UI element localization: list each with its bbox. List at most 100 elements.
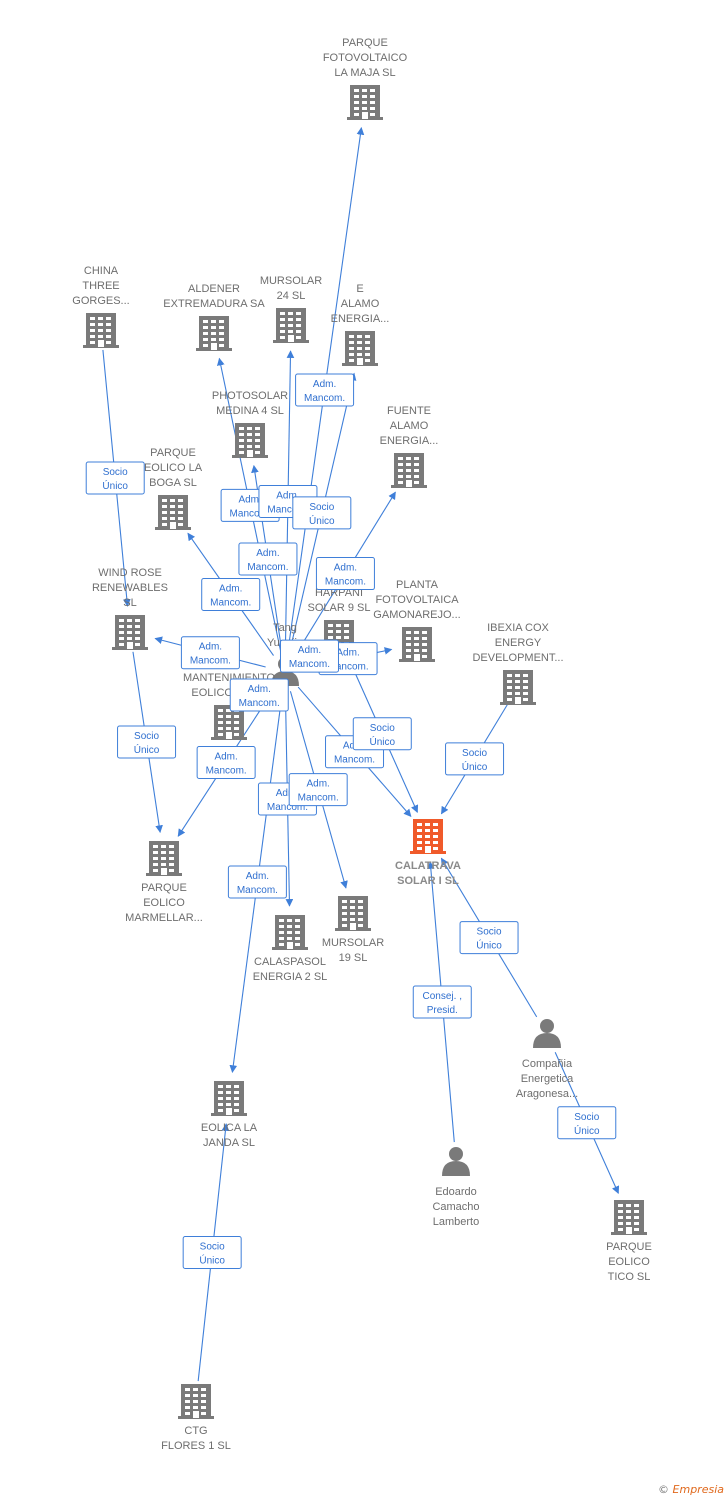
edge-role-tag[interactable]: Adm.Mancom. <box>196 745 256 779</box>
edge-role-tag[interactable]: Adm.Mancom. <box>295 373 355 407</box>
node-label-line: CHINA <box>84 265 119 277</box>
edge-role-text: Adm. <box>256 548 279 559</box>
node-label-line: ENERGIA... <box>331 313 390 325</box>
edge-role-text: Mancom. <box>230 508 271 519</box>
edge-role-text: Único <box>309 514 335 527</box>
node-label-line: EOLICA LA <box>201 1122 258 1134</box>
building-icon <box>399 627 435 662</box>
edge-role-text: Adm. <box>199 642 222 653</box>
node-label-line: TICO SL <box>608 1271 651 1283</box>
edge-role-tag[interactable]: Adm.Mancom. <box>201 577 261 611</box>
node-label-line: PARQUE <box>150 447 196 459</box>
edge-role-text: Único <box>102 479 128 492</box>
edge-role-text: Presid. <box>427 1005 458 1016</box>
node-label-line: CALATRAVA <box>395 860 461 872</box>
node-label-line: MARMELLAR... <box>125 912 203 924</box>
edge-role-tag[interactable]: Adm.Mancom. <box>227 865 287 899</box>
node-label-line: ALAMO <box>390 420 429 432</box>
node-marmellar[interactable]: PARQUE EOLICO MARMELLAR... <box>125 841 203 924</box>
building-icon <box>347 85 383 120</box>
edge-role-text: Único <box>574 1124 600 1137</box>
node-label-line: BOGA SL <box>149 477 197 489</box>
edge-role-tag[interactable]: Adm.Mancom. <box>279 639 339 673</box>
node-label-line: SOLAR 9 SL <box>308 602 371 614</box>
edge-role-text: Único <box>462 760 488 773</box>
node-label-line: ENERGIA... <box>380 435 439 447</box>
node-planta[interactable]: PLANTAFOTOVOLTAICAGAMONAREJO... <box>373 579 461 662</box>
edge-role-tag[interactable]: Adm. Mancom. <box>229 678 289 712</box>
edge-role-text: Adm. <box>246 871 269 882</box>
edge-role-tag[interactable]: Adm.Mancom. <box>315 557 375 591</box>
edge-role-text: Mancom. <box>190 656 231 667</box>
edge-role-text: Mancom. <box>267 802 308 813</box>
node-alamo[interactable]: EALAMOENERGIA... <box>331 283 390 366</box>
edge-role-text: Único <box>134 743 160 756</box>
edge-role-text: Mancom. <box>206 765 247 776</box>
edge-role-text: Mancom. <box>334 755 375 766</box>
node-label-line: ALAMO <box>341 298 380 310</box>
edge-role-text: Mancom. <box>298 793 339 804</box>
edge-role-text: Adm. <box>334 563 357 574</box>
building-icon <box>178 1384 214 1419</box>
edge-role-text: Socio <box>574 1112 599 1123</box>
node-label-line: Camacho <box>432 1201 479 1213</box>
node-label-line: PARQUE <box>606 1241 652 1253</box>
edge-role-text: Mancom. <box>289 659 330 670</box>
edge-role-tag[interactable]: Adm. Mancom. <box>180 636 240 670</box>
node-china[interactable]: CHINATHREEGORGES... <box>72 265 130 348</box>
node-label-line: DEVELOPMENT... <box>472 652 563 664</box>
building-icon <box>410 819 446 854</box>
node-label-line: PARQUE <box>141 882 187 894</box>
node-label-line: EOLICO <box>143 897 185 909</box>
edge-role-tag[interactable]: Adm. Mancom. <box>288 773 348 807</box>
node-label-line: SL <box>123 597 136 609</box>
node-label-line: EXTREMADURA SA <box>163 298 265 310</box>
edge-role-text: Único <box>369 735 395 748</box>
node-label-line: CALASPASOL <box>254 956 326 968</box>
edge-role-text: Único <box>476 939 502 952</box>
node-fuente[interactable]: FUENTE ALAMO ENERGIA... <box>380 405 439 488</box>
building-icon <box>272 915 308 950</box>
node-label-line: FUENTE <box>387 405 431 417</box>
node-compania[interactable]: CompañiaEnergeticaAragonesa... <box>516 1019 578 1100</box>
brand-logo[interactable]: Empresia <box>672 1483 724 1496</box>
edge-role-text: Adm. <box>248 684 271 695</box>
edge-role-text: Mancom. <box>210 597 251 608</box>
building-icon <box>342 331 378 366</box>
edge-role-text: Socio <box>462 748 487 759</box>
edge-role-text: Socio <box>370 723 395 734</box>
edge-role-text: Socio <box>477 927 502 938</box>
node-label-line: WIND ROSE <box>98 567 162 579</box>
edge-role-text: Mancom. <box>239 698 280 709</box>
edge-role-tag[interactable]: Consej. ,Presid. <box>412 985 472 1019</box>
node-ibexia[interactable]: IBEXIA COXENERGYDEVELOPMENT... <box>472 622 564 705</box>
node-label-line: FOTOVOLTAICA <box>375 594 459 606</box>
edge-role-tag[interactable]: Adm.Mancom. <box>238 542 298 576</box>
edge-role-text: Adm. <box>313 379 336 390</box>
node-label-line: 24 SL <box>277 290 306 302</box>
building-icon <box>335 896 371 931</box>
edge-role-text: Adm. <box>307 779 330 790</box>
